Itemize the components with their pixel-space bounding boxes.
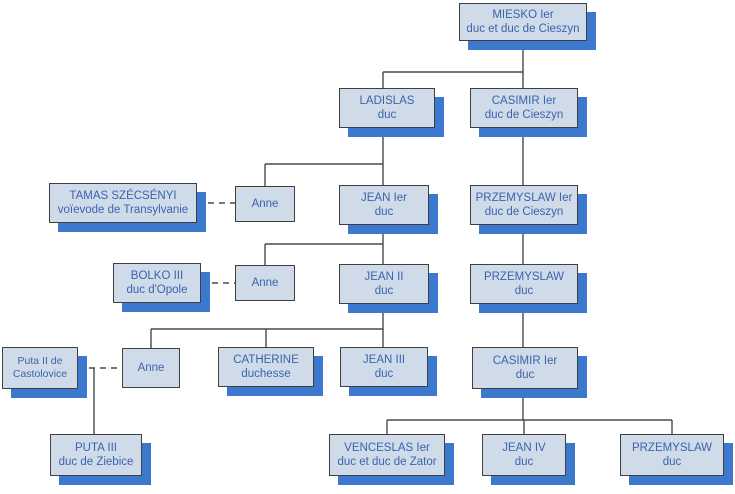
node-name: CASIMIR Ier <box>492 354 558 367</box>
node-jean4[interactable]: JEAN IV duc <box>482 434 566 476</box>
node-title: duc <box>662 456 682 468</box>
node-title: duc et duc de Zator <box>337 456 437 468</box>
node-title: duc <box>374 285 394 297</box>
node-title: duc <box>377 109 397 121</box>
node-name: CATHERINE <box>233 353 299 366</box>
node-title: duc <box>514 456 534 468</box>
node-venceslas[interactable]: VENCESLAS Ier duc et duc de Zator <box>329 434 445 476</box>
node-przemyslaw3[interactable]: PRZEMYSLAW duc <box>620 434 724 476</box>
node-name: Anne <box>137 361 165 374</box>
node-name: JEAN III <box>362 353 406 366</box>
node-title: duc de Cieszyn <box>484 109 564 121</box>
node-title: duc <box>374 206 394 218</box>
node-name: LADISLAS <box>359 94 415 107</box>
node-title: duc de Ziebice <box>58 456 134 468</box>
node-name: TAMAS SZÉCSÉNYI <box>69 189 177 202</box>
node-name: JEAN IV <box>502 441 546 454</box>
node-name: PRZEMYSLAW <box>631 441 713 454</box>
node-name: VENCESLAS Ier <box>344 441 430 454</box>
node-jean1[interactable]: JEAN Ier duc <box>339 185 429 225</box>
node-title: voïevode de Transylvanie <box>57 204 189 216</box>
node-title: duc de Cieszyn <box>484 206 564 218</box>
node-name: PRZEMYSLAW <box>483 270 565 283</box>
node-przemyslaw2[interactable]: PRZEMYSLAW duc <box>470 264 578 304</box>
node-jean2[interactable]: JEAN II duc <box>339 264 429 304</box>
node-name: PUTA III <box>75 441 117 454</box>
node-title: duc <box>515 369 535 381</box>
node-name: MIESKO Ier <box>492 8 554 21</box>
node-name: JEAN Ier <box>360 191 407 204</box>
node-title: duc et duc de Cieszyn <box>466 23 580 35</box>
node-catherine[interactable]: CATHERINE duchesse <box>218 347 314 387</box>
node-name: BOLKO III <box>130 269 184 282</box>
node-name: PRZEMYSLAW Ier <box>475 191 573 204</box>
node-jean3[interactable]: JEAN III duc <box>340 347 428 387</box>
node-title: duc <box>374 368 394 380</box>
node-bolko3[interactable]: BOLKO III duc d'Opole <box>113 263 201 303</box>
node-title: duc <box>514 285 534 297</box>
node-name: JEAN II <box>364 270 404 283</box>
node-name: Anne <box>251 276 279 289</box>
node-puta3[interactable]: PUTA III duc de Ziebice <box>50 434 142 476</box>
node-miesko[interactable]: MIESKO Ier duc et duc de Cieszyn <box>459 3 587 41</box>
node-anne3[interactable]: Anne <box>122 348 180 388</box>
node-casimir1[interactable]: CASIMIR Ier duc de Cieszyn <box>470 88 578 128</box>
node-tamas[interactable]: TAMAS SZÉCSÉNYI voïevode de Transylvanie <box>49 183 197 223</box>
node-anne2[interactable]: Anne <box>235 265 295 301</box>
node-title: Castolovice <box>12 368 68 380</box>
node-title: duc d'Opole <box>126 284 188 296</box>
node-ladislas[interactable]: LADISLAS duc <box>339 88 435 128</box>
node-name: CASIMIR Ier <box>491 94 557 107</box>
node-name: Anne <box>251 197 279 210</box>
node-name: Puta II de <box>17 354 63 367</box>
node-title: duchesse <box>241 368 291 380</box>
node-casimir1b[interactable]: CASIMIR Ier duc <box>472 347 578 389</box>
node-anne1[interactable]: Anne <box>235 186 295 222</box>
node-przemyslaw1[interactable]: PRZEMYSLAW Ier duc de Cieszyn <box>470 185 578 225</box>
